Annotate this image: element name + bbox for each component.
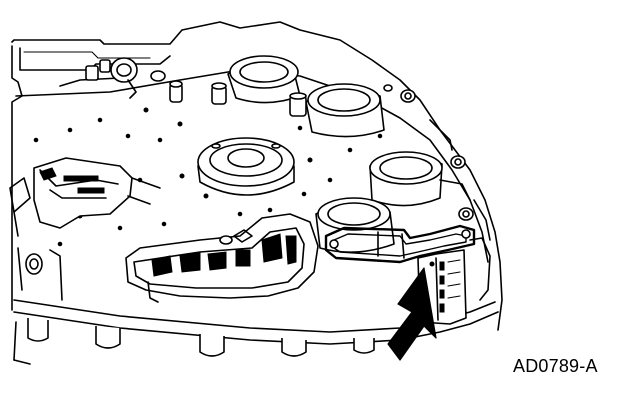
right-end-face	[469, 199, 491, 301]
pointer-arrow	[387, 267, 437, 361]
ribbed-web-casting	[125, 213, 319, 303]
left-solenoid-block	[9, 157, 161, 237]
left-side-wall	[17, 247, 63, 301]
gasket-outline	[324, 224, 476, 264]
upper-left-ribs	[19, 47, 183, 103]
accumulator-bores	[227, 55, 443, 253]
pan-bolt-bosses	[27, 318, 375, 357]
figure-code-label: AD0789-A	[513, 356, 598, 376]
small-bosses	[211, 82, 474, 221]
center-pump-boss	[197, 137, 295, 196]
plate-holes	[33, 107, 383, 247]
